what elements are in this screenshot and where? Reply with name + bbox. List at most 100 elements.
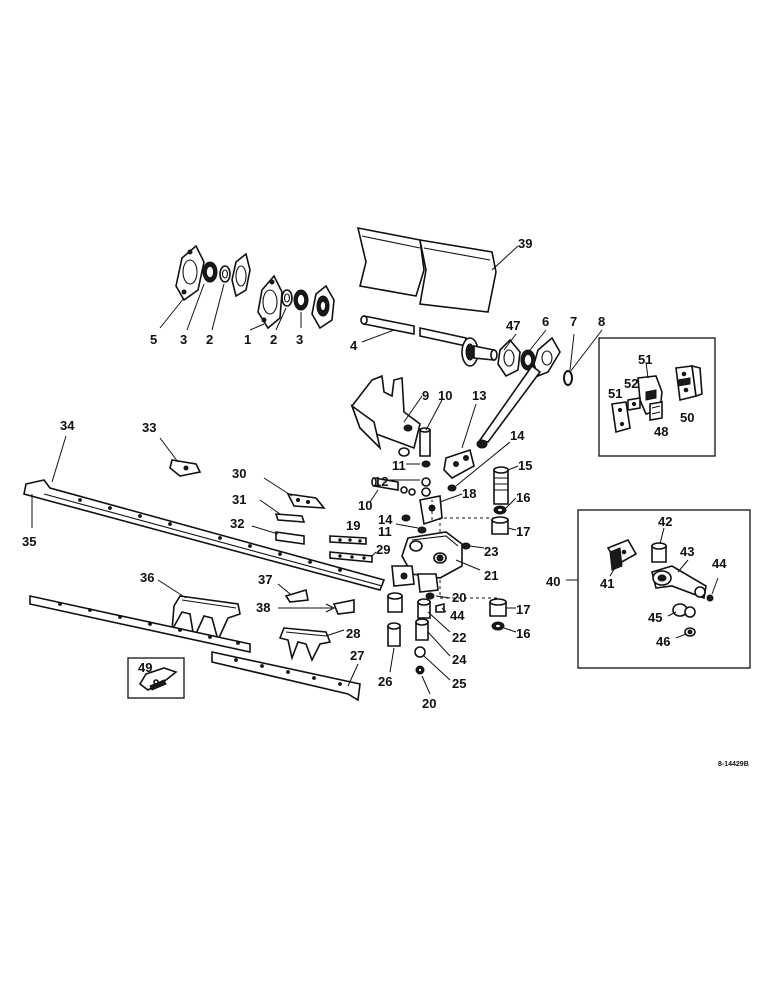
callout-31: 31 [232,492,246,507]
callout-32: 32 [230,516,244,531]
part-46-washer [675,627,696,639]
part-14-nut-upper [447,441,511,492]
part-6-bearing-ring [520,349,536,371]
part-33-clip [159,437,202,477]
part-31-plate [259,499,306,523]
part-48-plate [649,401,663,421]
part-25-spacer [414,646,451,681]
callout-29: 29 [376,542,390,557]
part-10-pin-upper [419,399,443,457]
callout-44: 44 [712,556,727,571]
part-38-plate [278,599,355,615]
callout-15: 15 [518,458,532,473]
callout-35: 35 [22,534,36,549]
callout-11: 11 [378,524,392,539]
callout-2: 2 [206,332,213,347]
part-43-pitman-arm [651,559,707,600]
part-22-bushing [387,592,451,633]
callout-36: 36 [140,570,154,585]
knife-guards [157,579,355,662]
part-20-washer-lower [415,665,431,695]
callout-41: 41 [600,576,614,591]
callout-30: 30 [232,466,246,481]
part-11-washer-lower [395,523,427,534]
callout-9: 9 [422,388,429,403]
hardware-clips [159,437,377,563]
callout-25: 25 [452,676,466,691]
callout-24: 24 [452,652,467,667]
part-42-bushing [651,527,667,563]
callout-20: 20 [452,590,466,605]
callout-11: 11 [392,458,406,473]
callout-8: 8 [598,314,605,329]
bearing-flange-group [159,244,335,331]
part-17-bushing-upper [491,516,517,535]
callout-4: 4 [350,338,358,353]
part-23-nut [461,542,485,550]
callout-1: 1 [244,332,251,347]
part-21-head-casting [391,531,481,593]
part-47-hub [461,337,498,367]
callout-3: 3 [180,332,187,347]
part-4-shaft [360,315,467,347]
callout-3: 3 [296,332,303,347]
part-11-washer-upper [406,460,431,468]
part-15-stud [493,465,519,505]
callout-44: 44 [450,608,465,623]
part-5-flange [175,244,205,302]
callout-37: 37 [258,572,272,587]
callout-22: 22 [452,630,466,645]
callout-2: 2 [270,332,277,347]
part-1-flange [257,274,283,330]
part-52-clip [627,397,641,411]
knife-bar-left [29,595,251,653]
callout-47: 47 [506,318,520,333]
part-10-pin-lower [369,477,399,503]
callout-26: 26 [378,674,392,689]
callout-48: 48 [654,424,668,439]
part-3-bearing-left [202,261,218,283]
callout-19: 19 [346,518,360,533]
part-24-bushing [415,618,451,657]
part-12-bushings [388,477,431,497]
part-8-snap-ring [563,370,573,386]
callout-23: 23 [484,544,498,559]
callout-17: 17 [516,524,530,539]
part-16-seal-upper [493,497,517,515]
part-50-hinge [675,364,703,401]
stud-bushing-group [431,465,519,633]
drawing-reference-code: 8-14429B [718,761,749,768]
callout-12: 12 [374,474,388,489]
callout-33: 33 [142,420,156,435]
part-51-clip-lower [611,401,631,434]
callout-20: 20 [422,696,436,711]
callout-16: 16 [516,490,530,505]
callout-14: 14 [378,512,393,527]
part-19-strip [329,535,367,545]
callout-42: 42 [658,514,672,529]
callout-40: 40 [546,574,560,589]
part-20-washer-upper [425,592,451,600]
callout-46: 46 [656,634,670,649]
callout-34: 34 [60,418,75,433]
callout-5: 5 [150,332,157,347]
part-39-shield [356,226,519,313]
callout-18: 18 [462,486,476,501]
part-34-cutter-bar [23,435,386,591]
part-41-plate [606,538,638,577]
part-17-bushing-lower [489,598,516,617]
callout-28: 28 [346,626,360,641]
flange-plate-left [231,252,251,298]
part-2-collar-left [219,265,231,283]
pitman-link-stack [369,399,511,695]
part-44-fitting-kit [706,577,719,602]
callout-50: 50 [680,410,694,425]
callout-labels: 5 3 2 1 2 3 4 39 47 6 7 8 9 10 13 11 14 … [22,236,749,768]
callout-21: 21 [484,568,498,583]
part-3-bearing-right [293,289,309,311]
callout-16: 16 [516,626,530,641]
part-9-bracket [350,374,423,457]
part-32-plate [251,525,305,545]
callout-43: 43 [680,544,694,559]
